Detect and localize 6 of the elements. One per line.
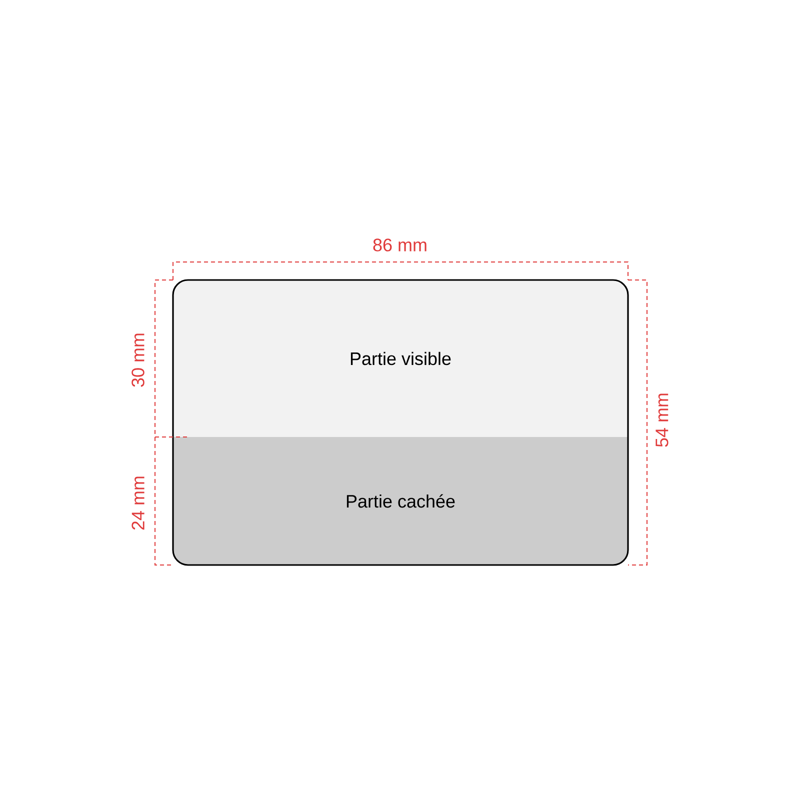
dimension-label: 30 mm	[132, 334, 144, 387]
dimension-label: 86 mm	[373, 238, 426, 252]
dimension-label: 54 mm	[656, 394, 668, 447]
card-section: Partie visible	[173, 280, 628, 437]
dimension-label: 24 mm	[132, 476, 144, 530]
card-section: Partie cachée	[173, 437, 628, 565]
